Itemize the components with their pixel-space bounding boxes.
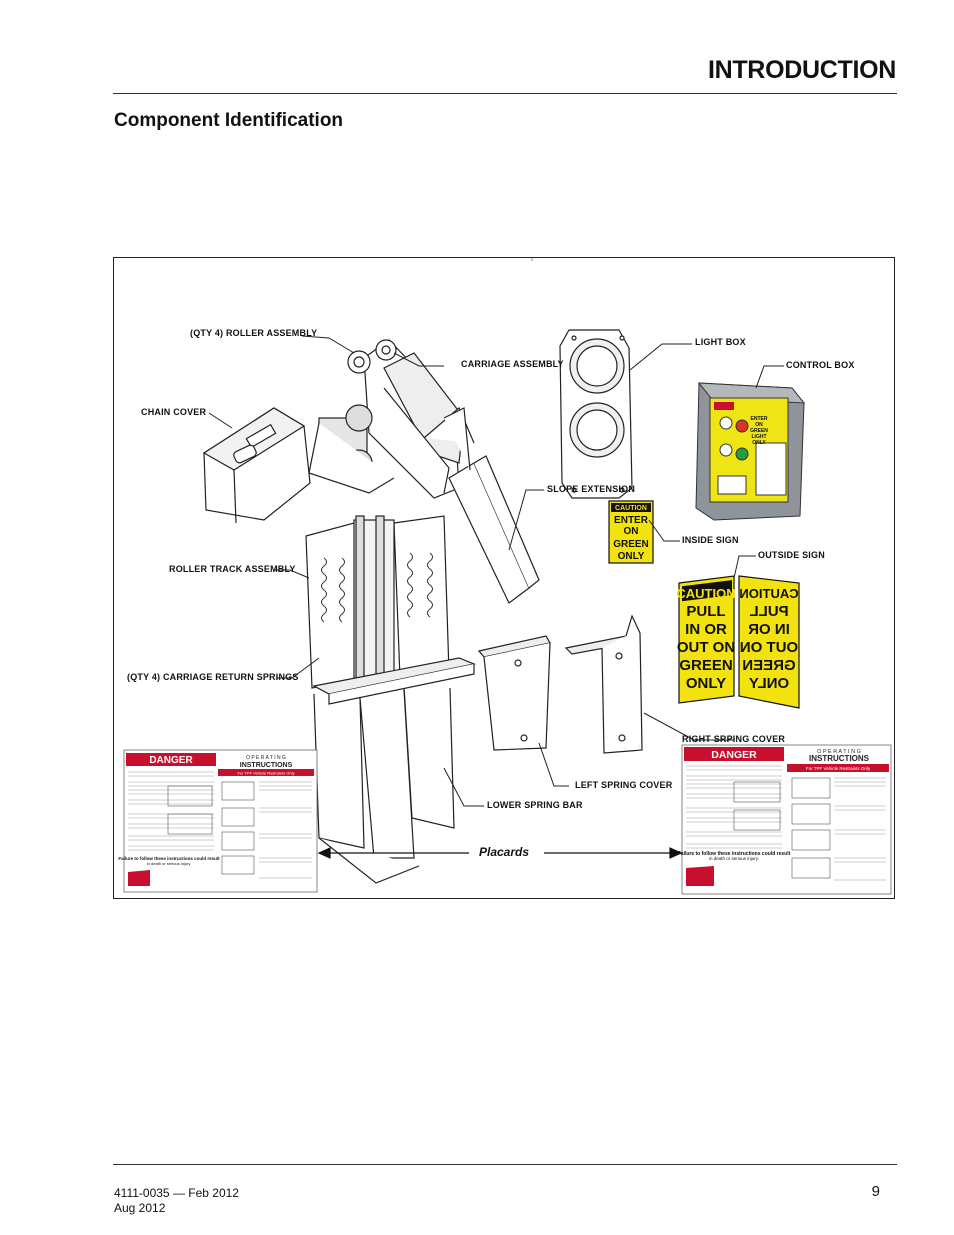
inside-sign-line-5: ONLY	[618, 551, 645, 562]
inside-sign-line-2: ENTER	[614, 515, 649, 526]
placard-right-failure: Failure to follow these instructions cou…	[678, 851, 791, 857]
placard-left-operating: O P E R A T I N G	[246, 755, 286, 761]
roller-track-assembly-drawing	[305, 515, 455, 884]
inside-sign: CAUTION ENTER ON GREEN ONLY	[608, 500, 654, 564]
outside-sign-mirror-line-6: ONLY	[749, 675, 789, 692]
footer-rule	[113, 1164, 897, 1165]
page-number: 9	[871, 1183, 880, 1200]
right-spring-cover-drawing	[564, 614, 643, 754]
label-chain-cover: CHAIN COVER	[141, 407, 207, 417]
light-box-drawing	[559, 329, 633, 499]
inside-sign-line-3: ON	[624, 526, 639, 537]
label-light-box: LIGHT BOX	[695, 337, 746, 347]
label-carriage-assembly: CARRIAGE ASSEMBLY	[461, 359, 564, 369]
label-left-spring-cover: LEFT SPRING COVER	[575, 780, 673, 790]
outside-sign-line-2: PULL	[686, 603, 725, 620]
inside-sign-line-4: GREEN	[613, 539, 649, 550]
left-spring-cover-drawing	[477, 635, 551, 751]
leader-lines	[208, 335, 784, 807]
footer-doc-info: 4111-0035 — Feb 2012 Aug 2012	[114, 1186, 239, 1216]
outside-sign-left: CAUTION PULL IN OR OUT ON GREEN ONLY	[676, 575, 736, 704]
outside-sign-line-6: ONLY	[686, 675, 726, 692]
footer-doc-line-2: Aug 2012	[114, 1201, 166, 1215]
outside-sign-right: CAUTION PULL IN OR OUT ON GREEN ONLY	[738, 575, 800, 709]
placard-left-danger: DANGER	[149, 755, 193, 766]
control-box-line-3: GREEN	[750, 428, 768, 434]
outside-sign-mirror-line-2: PULL	[749, 603, 788, 620]
control-box-line-2: ON	[755, 422, 763, 428]
placard-left-failure-2: in death or serious injury.	[147, 861, 191, 866]
placard-left-instructions: INSTRUCTIONS	[240, 762, 293, 769]
diagram-drawing: ENTER ON GREEN LIGHT ONLY CAUTION ENTER …	[118, 258, 892, 895]
outside-sign-line-1: CAUTION	[676, 586, 735, 601]
page-header-title: INTRODUCTION	[707, 56, 896, 84]
lower-spring-bar-drawing	[312, 657, 477, 705]
placard-right: DANGER O P E R A T I N G INSTRUCTIONS Fo…	[678, 744, 892, 895]
carriage-assembly-drawing	[308, 339, 475, 499]
outside-sign-mirror-line-1: CAUTION	[739, 586, 798, 601]
footer-doc-line-1: 4111-0035 — Feb 2012	[114, 1186, 239, 1200]
control-box-line-5: ONLY	[752, 440, 766, 446]
control-box-line-1: ENTER	[751, 416, 768, 422]
placard-right-operating: O P E R A T I N G	[817, 749, 861, 755]
label-slope-extension: SLOPE EXTENSION	[547, 484, 636, 494]
placard-left-subtitle: For TPF Vehicle Restraints Only	[237, 771, 294, 776]
label-roller-track-assembly: ROLLER TRACK ASSEMBLY	[169, 564, 296, 574]
placard-right-failure-2: in death or serious injury.	[709, 856, 759, 861]
label-right-spring-cover: RIGHT SRPING COVER	[682, 734, 786, 744]
slope-extension-drawing	[443, 407, 540, 604]
outside-sign-mirror-line-4: OUT ON	[740, 639, 798, 656]
outside-sign-line-4: OUT ON	[677, 639, 735, 656]
label-inside-sign: INSIDE SIGN	[682, 535, 739, 545]
component-diagram: ENTER ON GREEN LIGHT ONLY CAUTION ENTER …	[113, 257, 895, 899]
inside-sign-line-1: CAUTION	[615, 505, 647, 512]
placard-left-failure: Failure to follow these instructions cou…	[118, 856, 220, 861]
placard-right-danger: DANGER	[711, 749, 757, 761]
placard-left: DANGER O P E R A T I N G INSTRUCTIONS Fo…	[118, 749, 318, 893]
placards-arrows	[317, 847, 683, 859]
chain-cover-drawing	[202, 407, 311, 524]
label-placards: Placards	[479, 845, 530, 859]
placard-right-subtitle: For TPF Vehicle Restraints Only	[806, 766, 871, 771]
outside-sign-mirror-line-5: GREEN	[742, 657, 795, 674]
control-box-line-4: LIGHT	[752, 434, 767, 440]
label-lower-spring-bar: LOWER SPRING BAR	[487, 800, 583, 810]
control-box-text: ENTER ON GREEN LIGHT ONLY	[750, 416, 768, 446]
placard-right-instructions: INSTRUCTIONS	[809, 754, 870, 763]
outside-sign-line-3: IN OR	[685, 621, 727, 638]
label-control-box: CONTROL BOX	[786, 360, 855, 370]
label-outside-sign: OUTSIDE SIGN	[758, 550, 825, 560]
outside-sign-line-5: GREEN	[679, 657, 732, 674]
label-carriage-return-springs: (QTY 4) CARRIAGE RETURN SPRINGS	[127, 672, 299, 682]
control-box-drawing	[695, 382, 806, 521]
label-roller-assembly: (QTY 4) ROLLER ASSEMBLY	[190, 328, 318, 338]
header-rule	[113, 93, 897, 94]
section-title: Component Identification	[114, 110, 344, 131]
outside-sign-mirror-line-3: IN OR	[748, 621, 790, 638]
